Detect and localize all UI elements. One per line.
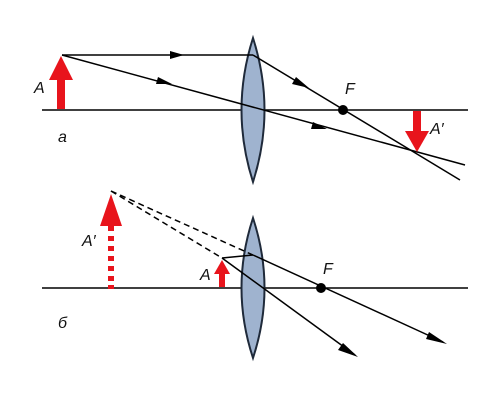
- panel-label-a: а: [58, 129, 67, 146]
- ray-refracted-a: [252, 54, 461, 181]
- ray-extension-2-b: [110, 190, 223, 259]
- ray-refracted-b: [252, 254, 444, 343]
- image-label-b: A′: [81, 233, 97, 250]
- ray-extension-1-b: [110, 190, 254, 256]
- panel-a: F A A′ а: [33, 34, 468, 186]
- ray-center-arrow-a2: [311, 122, 327, 129]
- focus-point-b: [316, 283, 326, 293]
- focus-label-a: F: [345, 81, 356, 98]
- focus-label-b: F: [323, 261, 334, 278]
- virtual-image-arrow-b: [100, 194, 122, 289]
- image-label-a: A′: [429, 121, 445, 138]
- ray-center-a: [61, 54, 466, 166]
- ray-center-arrow-b: [338, 343, 358, 357]
- panel-b: A′ A F б: [42, 190, 468, 362]
- panel-label-b: б: [58, 315, 68, 332]
- ray-refracted-arrow-a: [292, 77, 309, 88]
- ray-center-b: [221, 257, 356, 356]
- object-arrow-a: [49, 56, 73, 109]
- ray-parallel-arrow-a: [170, 51, 184, 59]
- converging-lens-a: [240, 34, 266, 186]
- ray-refracted-arrow-b: [426, 332, 447, 344]
- object-label-a: A: [33, 80, 45, 97]
- focus-point-a: [338, 105, 348, 115]
- image-arrow-a: [405, 111, 429, 152]
- object-label-b: A: [199, 267, 211, 284]
- ray-parallel-b: [221, 254, 254, 259]
- ray-center-arrow-a1: [156, 77, 172, 84]
- object-arrow-b: [214, 260, 230, 287]
- converging-lens-b: [240, 214, 266, 362]
